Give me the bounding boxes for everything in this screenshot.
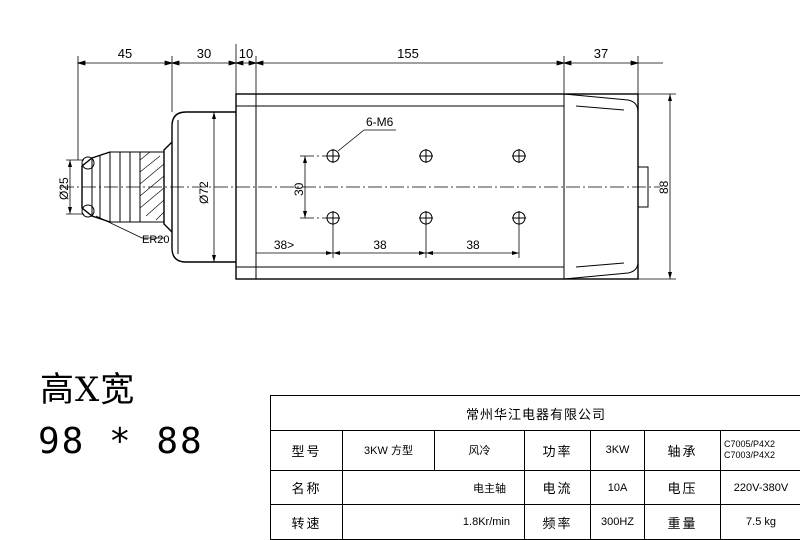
hole-top-3 bbox=[512, 149, 526, 163]
spec-table: 常州华江电器有限公司 型号 3KW 方型 风冷 功率 3KW 轴承 C7005/… bbox=[270, 395, 800, 540]
dim-top-30: 30 bbox=[197, 46, 211, 61]
hole-bottom-2 bbox=[419, 211, 433, 225]
height-dimension: 88 bbox=[638, 94, 676, 279]
dim-height: 88 bbox=[657, 180, 671, 194]
dim-collet-diameter: Ø25 bbox=[57, 177, 71, 200]
dim-top-37: 37 bbox=[594, 46, 608, 61]
dim-hole-h-1: 38> bbox=[274, 238, 294, 252]
label-name: 名称 bbox=[271, 470, 343, 505]
hole-bottom-3 bbox=[512, 211, 526, 225]
spec-row-speed: 转速 1.8Kr/min 频率 300HZ 重量 7.5 kg bbox=[271, 505, 800, 540]
holes-label: 6-M6 bbox=[366, 115, 394, 129]
dim-flange-diameter: Ø72 bbox=[197, 181, 211, 204]
value-model: 3KW 方型 bbox=[343, 431, 435, 471]
label-voltage: 电压 bbox=[645, 470, 721, 505]
label-bearing: 轴承 bbox=[645, 431, 721, 471]
top-dimension-chain: 45 30 10 155 37 bbox=[78, 44, 663, 160]
value-bearing: C7005/P4X2 C7003/P4X2 bbox=[721, 431, 800, 471]
collet-nose: Ø25 ER20 bbox=[57, 142, 172, 246]
value-name: 电主轴 bbox=[343, 470, 525, 505]
label-current: 电流 bbox=[525, 470, 591, 505]
mounting-holes: 6-M6 30 38> 38 38 bbox=[256, 115, 526, 258]
value-bearing-rear: C7003/P4X2 bbox=[724, 450, 798, 461]
value-cooling: 风冷 bbox=[435, 431, 525, 471]
label-model: 型号 bbox=[271, 431, 343, 471]
label-speed: 转速 bbox=[271, 505, 343, 540]
size-title: 高X宽 bbox=[40, 362, 135, 411]
spec-row-model: 型号 3KW 方型 风冷 功率 3KW 轴承 C7005/P4X2 C7003/… bbox=[271, 431, 800, 471]
spindle-body bbox=[60, 94, 660, 279]
spec-table-title-row: 常州华江电器有限公司 bbox=[271, 396, 800, 431]
dim-top-10: 10 bbox=[239, 46, 253, 61]
dim-hole-h-2: 38 bbox=[373, 238, 387, 252]
hole-top-2 bbox=[419, 149, 433, 163]
label-frequency: 频率 bbox=[525, 505, 591, 540]
value-power: 3KW bbox=[591, 431, 645, 471]
value-weight: 7.5 kg bbox=[721, 505, 800, 540]
value-frequency: 300HZ bbox=[591, 505, 645, 540]
spec-row-name: 名称 电主轴 电流 10A 电压 220V-380V bbox=[271, 470, 800, 505]
value-speed: 1.8Kr/min bbox=[343, 505, 525, 540]
company-name: 常州华江电器有限公司 bbox=[271, 396, 800, 431]
label-weight: 重量 bbox=[645, 505, 721, 540]
value-bearing-front: C7005/P4X2 bbox=[724, 439, 798, 450]
dim-hole-vertical: 30 bbox=[292, 182, 306, 196]
dim-top-45: 45 bbox=[118, 46, 132, 61]
value-current: 10A bbox=[591, 470, 645, 505]
value-voltage: 220V-380V bbox=[721, 470, 800, 505]
label-power: 功率 bbox=[525, 431, 591, 471]
dim-top-155: 155 bbox=[397, 46, 419, 61]
collet-label: ER20 bbox=[142, 234, 170, 246]
dim-hole-h-3: 38 bbox=[466, 238, 480, 252]
size-value: 98 * 88 bbox=[38, 421, 204, 462]
